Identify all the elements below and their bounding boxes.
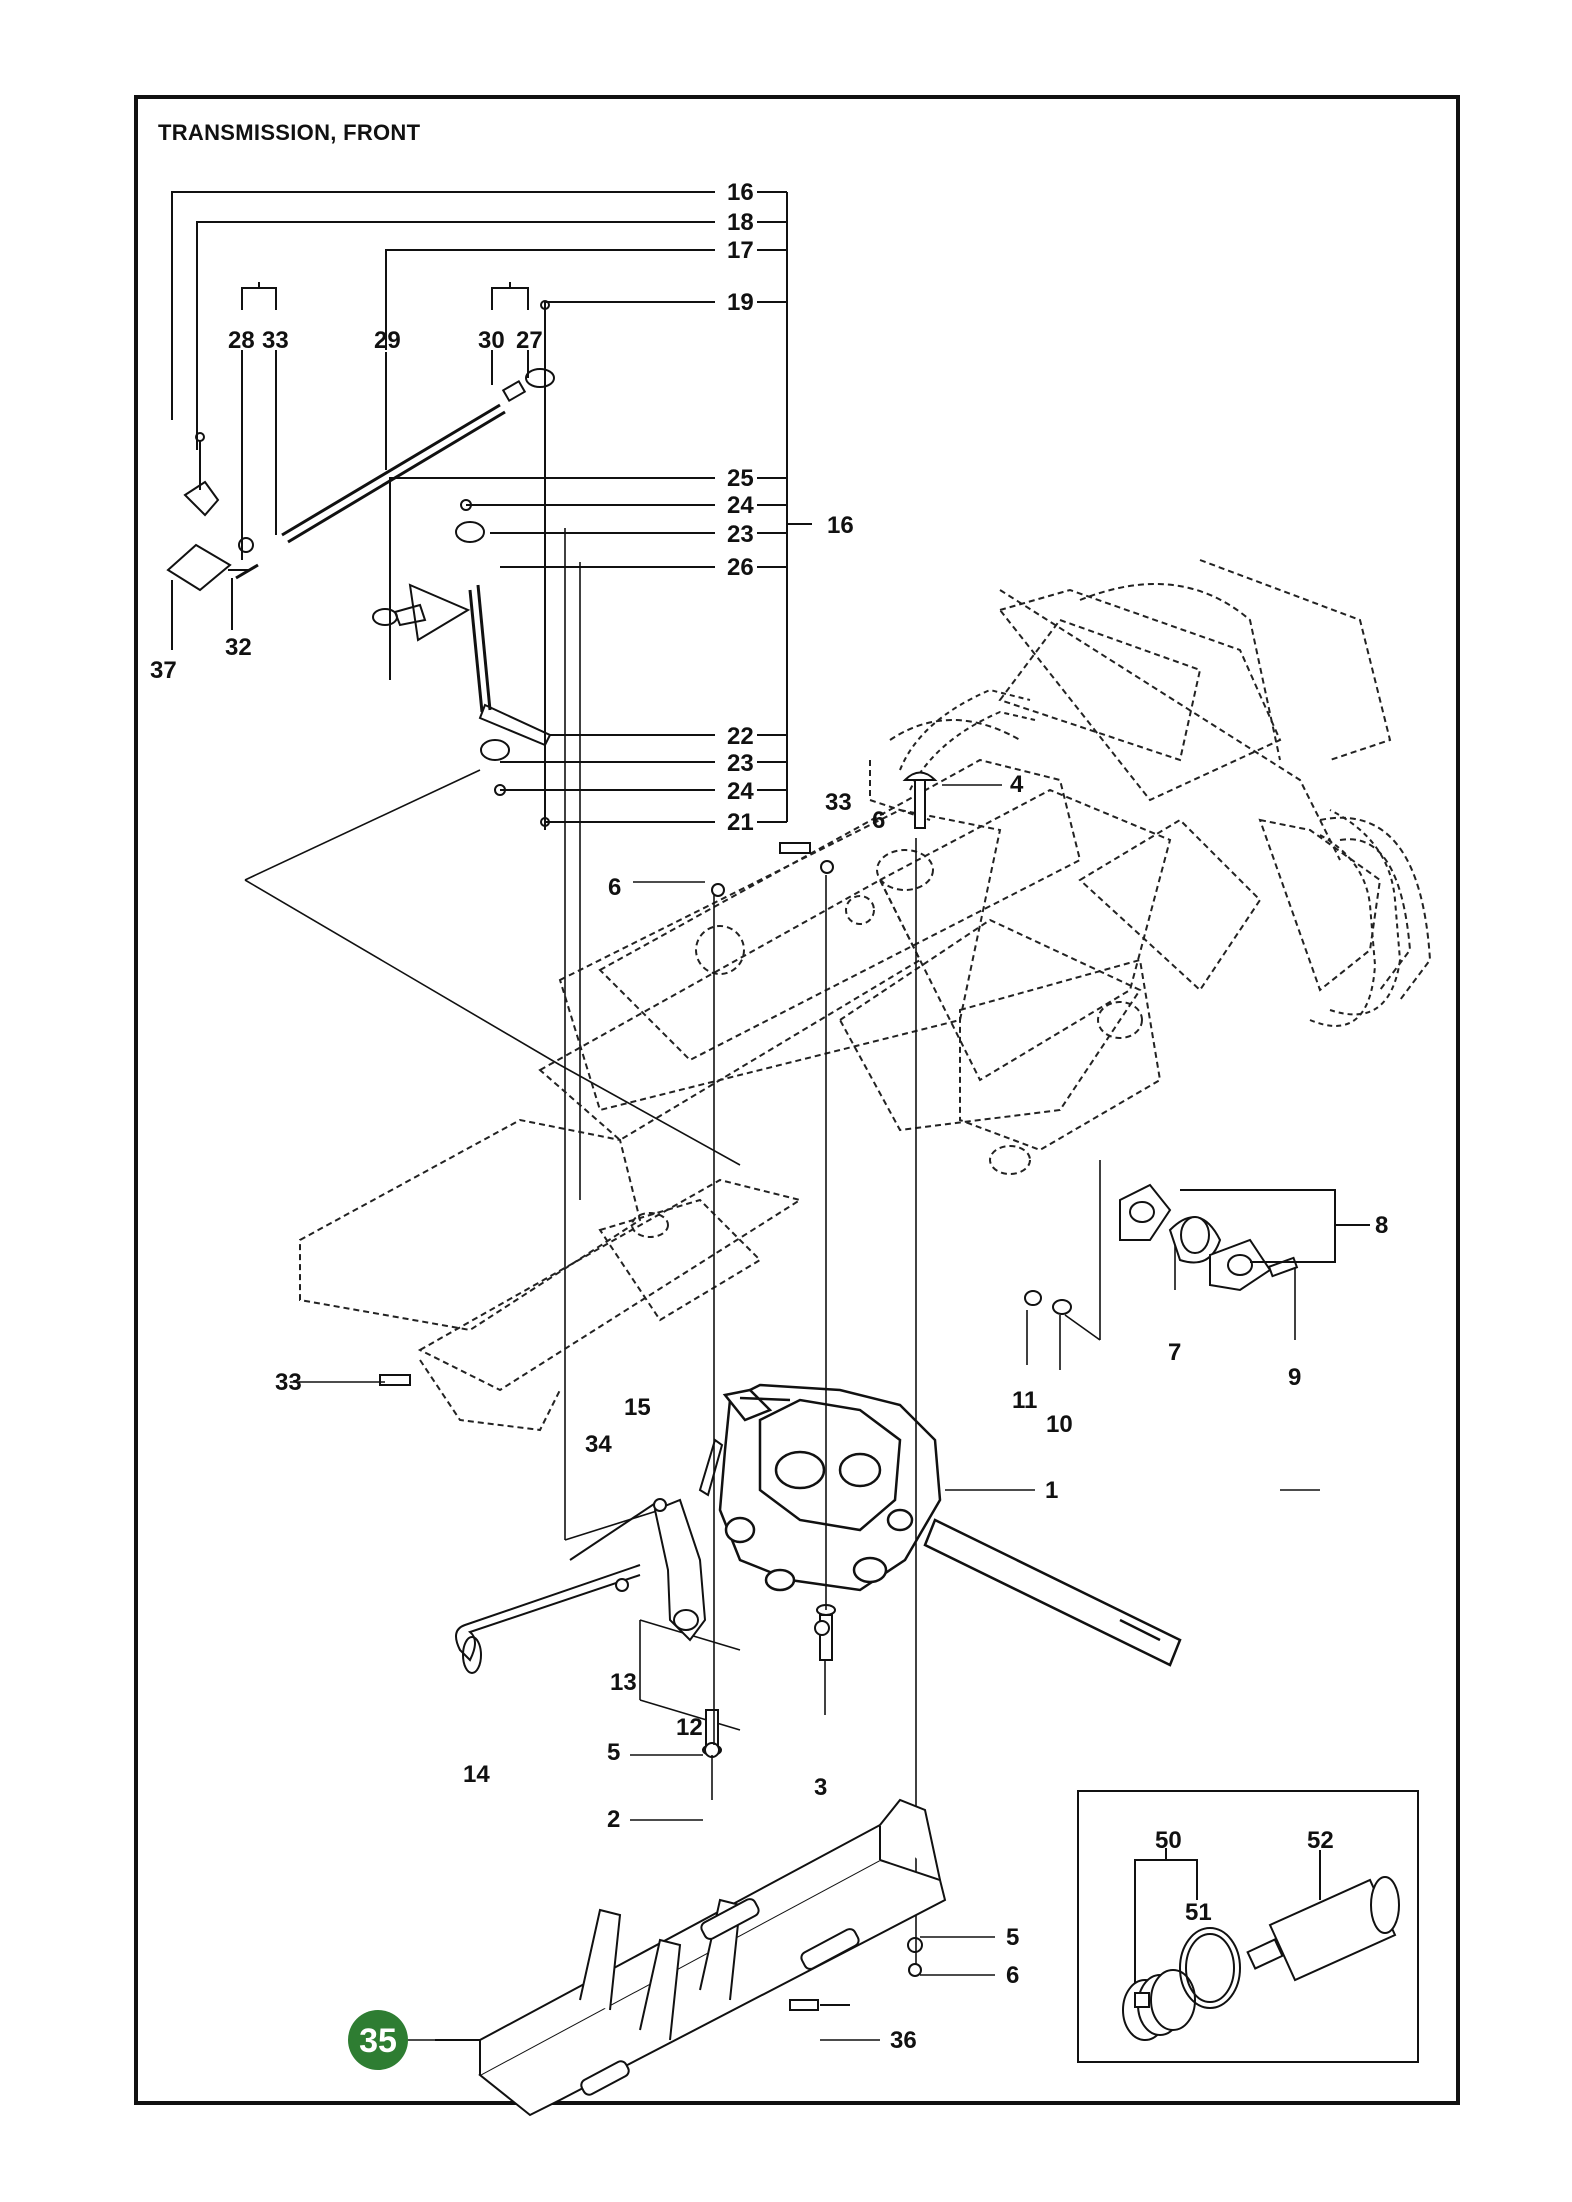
callout-36: 36 bbox=[890, 2027, 917, 2054]
callout-19: 18 bbox=[727, 209, 754, 236]
callout-18: 17 bbox=[727, 237, 754, 264]
callout-31: 33 bbox=[262, 327, 289, 354]
callout-32: 32 bbox=[225, 634, 252, 661]
callout-24a: 24 bbox=[727, 492, 754, 519]
page-badge: 35 bbox=[348, 2010, 408, 2070]
page-title: TRANSMISSION, FRONT bbox=[158, 120, 421, 145]
callout-20: 19 bbox=[727, 289, 754, 316]
callout-10: 10 bbox=[1046, 1411, 1073, 1438]
skid-plate bbox=[435, 1798, 947, 2117]
callout-16: 16 bbox=[827, 512, 854, 539]
control-lever bbox=[455, 1438, 724, 1674]
flange-bearing-set bbox=[1119, 1183, 1370, 1292]
callout-2: 2 bbox=[607, 1806, 620, 1833]
callout-1: 1 bbox=[1045, 1477, 1058, 1504]
callout-6b: 6 bbox=[608, 874, 621, 901]
callout-27: 27 bbox=[516, 327, 543, 354]
callout-26: 26 bbox=[727, 554, 754, 581]
callout-29: 29 bbox=[374, 327, 401, 354]
callout-50: 50 bbox=[1155, 1827, 1182, 1854]
callout-9: 9 bbox=[1288, 1364, 1301, 1391]
inset-parts bbox=[1122, 1848, 1400, 2041]
callout-25: 25 bbox=[727, 465, 754, 492]
callout-24b: 24 bbox=[727, 778, 754, 805]
drop-leaders bbox=[711, 838, 1320, 1965]
callout-11: 11 bbox=[1012, 1387, 1037, 1414]
inset-box bbox=[1077, 1790, 1419, 2063]
callout-labels: 16 18 17 19 28 33 29 30 27 25 24 16 23 2… bbox=[150, 179, 1388, 2054]
callout-22: 22 bbox=[727, 723, 754, 750]
callout-17: 16 bbox=[727, 179, 754, 206]
callout-4: 4 bbox=[1010, 771, 1024, 798]
long-leaders bbox=[244, 528, 741, 1731]
frame-tube bbox=[899, 688, 1402, 1027]
callout-30: 30 bbox=[478, 327, 505, 354]
callout-6c: 6 bbox=[1006, 1962, 1019, 1989]
callout-51: 51 bbox=[1185, 1899, 1212, 1926]
callout-12: 12 bbox=[676, 1714, 703, 1741]
callout-33a: 33 bbox=[825, 789, 852, 816]
callout-13: 13 bbox=[610, 1669, 637, 1696]
callout-28: 28 bbox=[228, 327, 255, 354]
callout-21: 21 bbox=[727, 809, 754, 836]
callout-14: 14 bbox=[463, 1761, 490, 1788]
callout-5a: 5 bbox=[607, 1739, 620, 1766]
callout-8: 8 bbox=[1375, 1212, 1388, 1239]
transmission-assembly bbox=[718, 1383, 1182, 1667]
page-badge-number: 35 bbox=[359, 2022, 397, 2060]
callout-52: 52 bbox=[1307, 1827, 1334, 1854]
diagram-frame bbox=[134, 95, 1460, 2105]
fasteners bbox=[379, 771, 1072, 2011]
callout-23b: 23 bbox=[727, 750, 754, 777]
top-linkage bbox=[166, 191, 812, 830]
callout-23a: 23 bbox=[727, 521, 754, 548]
callout-5b: 5 bbox=[1006, 1924, 1019, 1951]
callout-15: 15 bbox=[624, 1394, 651, 1421]
callout-6a: 6 bbox=[872, 807, 885, 834]
callout-7: 7 bbox=[1168, 1339, 1181, 1366]
middle-linkage bbox=[372, 477, 787, 827]
callout-3: 3 bbox=[814, 1774, 827, 1801]
callout-37: 37 bbox=[150, 657, 177, 684]
chassis-frame bbox=[299, 559, 1432, 1432]
callout-34: 34 bbox=[585, 1431, 612, 1458]
